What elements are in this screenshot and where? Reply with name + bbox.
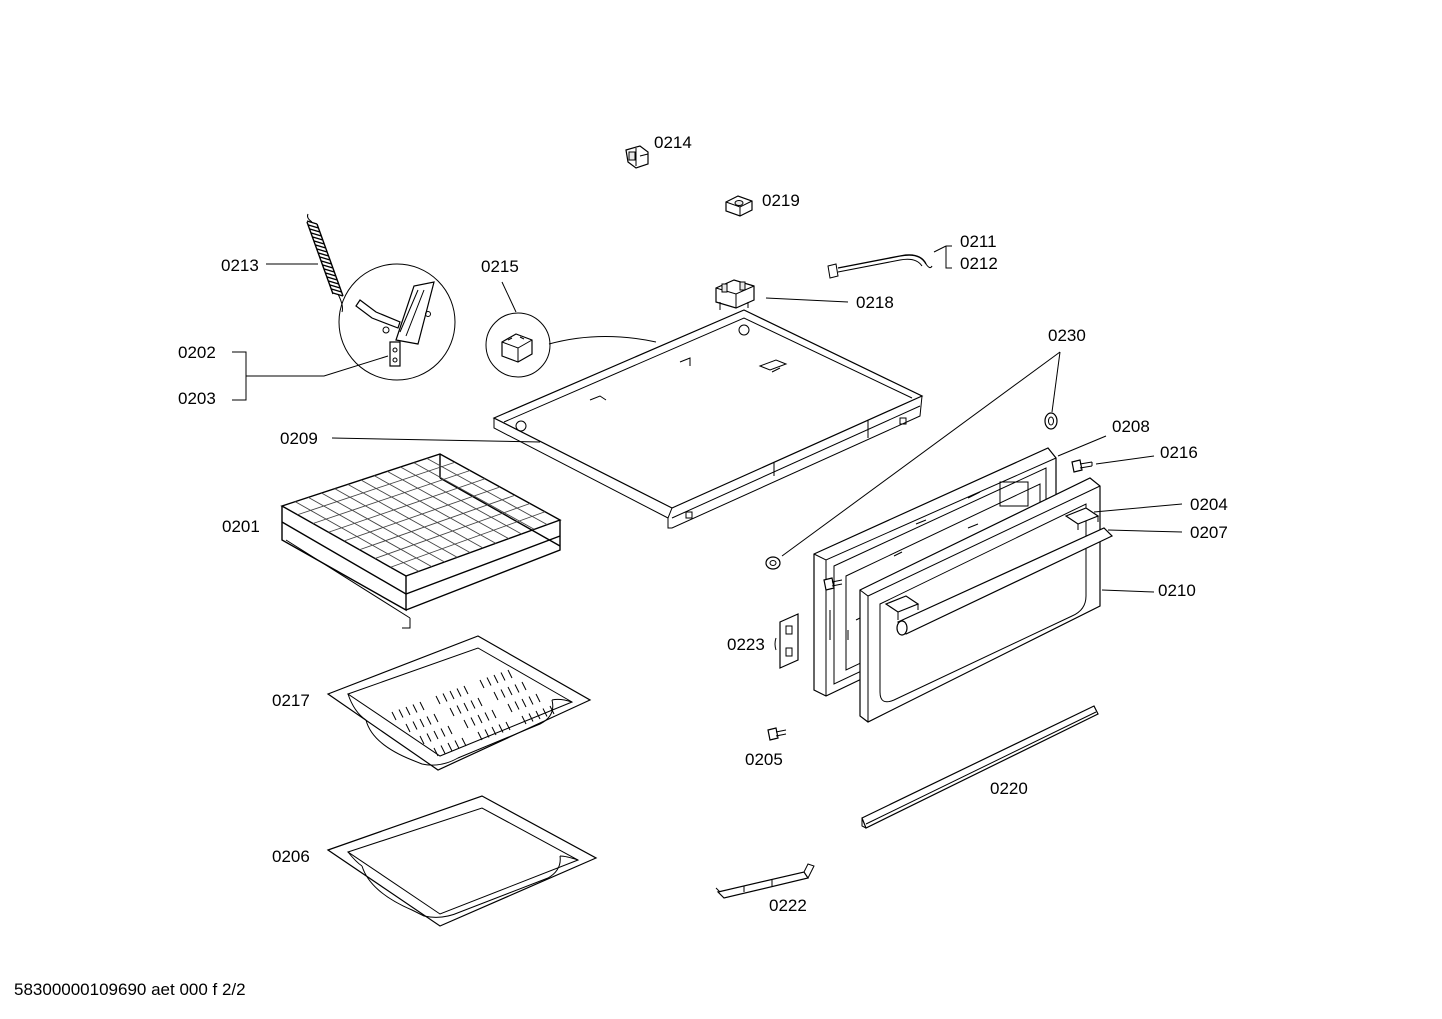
label-0206: 0206 — [272, 847, 310, 866]
label-0222: 0222 — [769, 896, 807, 915]
part-0215-relay-detail — [485, 312, 657, 378]
part-0214-clip — [625, 145, 649, 169]
label-0218: 0218 — [856, 293, 894, 312]
label-0223: 0223 — [727, 635, 765, 654]
label-0215: 0215 — [481, 257, 519, 276]
label-0212: 0212 — [960, 254, 998, 273]
label-0210: 0210 — [1158, 581, 1196, 600]
label-0205: 0205 — [745, 750, 783, 769]
label-0211: 0211 — [960, 232, 997, 251]
part-0211-sensor — [827, 254, 933, 279]
part-0219-nut — [725, 195, 753, 217]
part-0223-bracket — [774, 613, 799, 669]
part-0201-wire-rack — [280, 453, 562, 629]
part-0210-outer-door — [859, 477, 1101, 723]
part-0222-latch — [715, 863, 815, 899]
part-0230-grommets — [765, 412, 1058, 570]
part-0209-top-panel — [492, 309, 924, 529]
part-0217-grill-tray — [326, 635, 592, 771]
part-0218-connector — [715, 279, 755, 310]
label-0230: 0230 — [1048, 326, 1086, 345]
label-0204: 0204 — [1190, 495, 1228, 514]
label-0202: 0202 — [178, 343, 216, 362]
document-footer-code: 58300000109690 aet 000 f 2/2 — [14, 980, 246, 999]
label-0207: 0207 — [1190, 523, 1228, 542]
label-0217: 0217 — [272, 691, 310, 710]
label-0219: 0219 — [762, 191, 800, 210]
label-0209: 0209 — [280, 429, 318, 448]
label-0213: 0213 — [221, 256, 259, 275]
label-0201: 0201 — [222, 517, 260, 536]
label-0216: 0216 — [1160, 443, 1198, 462]
label-0203: 0203 — [178, 389, 216, 408]
part-0213-spring — [306, 213, 344, 313]
part-0216-screw-2 — [823, 577, 843, 591]
part-0202-hinge-detail — [338, 263, 456, 381]
part-0216-screw — [1071, 459, 1093, 473]
part-0206-solid-tray — [326, 795, 598, 927]
leader-lines — [232, 263, 1183, 593]
part-0207-handle — [884, 507, 1114, 636]
part-0220-strip — [861, 705, 1099, 829]
label-0208: 0208 — [1112, 417, 1150, 436]
part-0205-screw — [767, 727, 787, 741]
part-labels: 0214 0219 0211 0212 0213 0215 0218 0230 … — [178, 133, 1228, 915]
label-0220: 0220 — [990, 779, 1028, 798]
label-0214: 0214 — [654, 133, 692, 152]
